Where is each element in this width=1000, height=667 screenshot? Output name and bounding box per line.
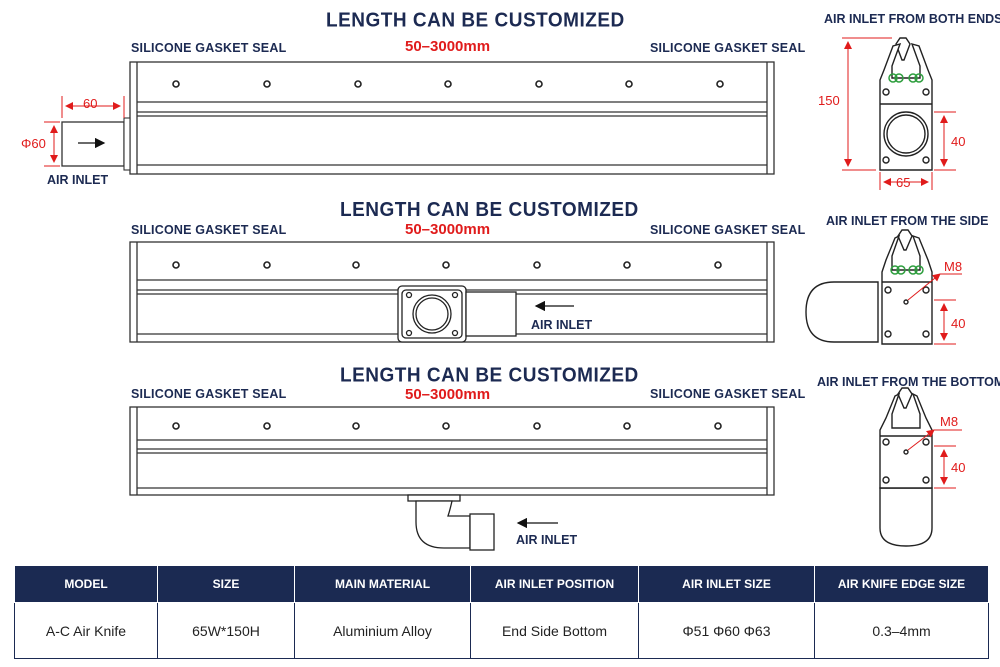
header-material: MAIN MATERIAL [294,565,471,603]
cell-size: 65W*150H [157,602,295,659]
green-seal-ends [888,73,924,83]
view-1-width-label: 65 [896,175,911,190]
cell-edge-size: 0.3–4mm [814,602,989,659]
section-3-inlet-label: AIR INLET [516,533,578,547]
air-knife-diagram [44,37,962,551]
section-2-inlet-label: AIR INLET [531,318,593,332]
profile-view-ends [879,37,933,171]
cell-inlet-size: Φ51 Φ60 Φ63 [638,602,815,659]
section-3-title: LENGTH CAN BE CUSTOMIZED [340,364,639,387]
end-inlet-pipe [61,117,131,171]
section-1-gasket-left: SILICONE GASKET SEAL [131,41,287,55]
mounting-holes-3 [172,422,722,430]
dimension-lines-view-3 [907,429,962,489]
mounting-holes-2 [172,261,722,269]
inlet-diameter-label: Φ60 [21,136,46,151]
header-edge-size: AIR KNIFE EDGE SIZE [814,565,989,603]
mounting-holes-1 [172,80,724,88]
view-1-height-label: 150 [818,93,840,108]
header-inlet-size: AIR INLET SIZE [638,565,815,603]
view-3-title: AIR INLET FROM THE BOTTOM [817,375,1000,389]
side-inlet-flange [397,285,517,343]
section-2-range: 50–3000mm [405,221,491,238]
table-row: A-C Air Knife 65W*150H Aluminium Alloy E… [14,602,989,659]
knife-body-3 [129,406,775,496]
inlet-length-label: 60 [83,96,98,111]
section-1-inlet-label: AIR INLET [47,173,109,187]
header-model: MODEL [14,565,158,603]
view-1-title: AIR INLET FROM BOTH ENDS [824,12,1000,26]
view-1-inlet-label: 40 [951,134,966,149]
profile-view-bottom [879,387,933,547]
bottom-inlet-elbow [407,494,495,551]
header-inlet-position: AIR INLET POSITION [470,565,639,603]
view-2-thread-label: M8 [944,259,963,274]
section-2-gasket-left: SILICONE GASKET SEAL [131,223,287,237]
spec-table: MODEL SIZE MAIN MATERIAL AIR INLET POSIT… [14,565,989,659]
knife-body-1 [129,61,775,175]
view-2-inlet-label: 40 [951,316,966,331]
view-3-inlet-label: 40 [951,460,966,475]
cell-inlet-position: End Side Bottom [470,602,639,659]
section-2-title: LENGTH CAN BE CUSTOMIZED [340,199,639,222]
section-1-title: LENGTH CAN BE CUSTOMIZED [326,9,625,32]
view-2-title: AIR INLET FROM THE SIDE [826,214,989,228]
profile-view-side [805,229,933,345]
dimension-lines-view-1 [842,37,956,190]
section-1-gasket-right: SILICONE GASKET SEAL [650,41,806,55]
section-2-gasket-right: SILICONE GASKET SEAL [650,223,806,237]
section-1-range: 50–3000mm [405,38,491,55]
spec-header-row: MODEL SIZE MAIN MATERIAL AIR INLET POSIT… [14,565,989,603]
section-3-gasket-left: SILICONE GASKET SEAL [131,387,287,401]
cell-material: Aluminium Alloy [294,602,471,659]
green-seal-side [890,265,924,275]
section-3-range: 50–3000mm [405,386,491,403]
section-3-gasket-right: SILICONE GASKET SEAL [650,387,806,401]
dimension-lines-view-2 [907,273,962,345]
dimension-lines-1 [44,96,125,167]
header-size: SIZE [157,565,295,603]
view-3-thread-label: M8 [940,414,959,429]
cell-model: A-C Air Knife [14,602,158,659]
